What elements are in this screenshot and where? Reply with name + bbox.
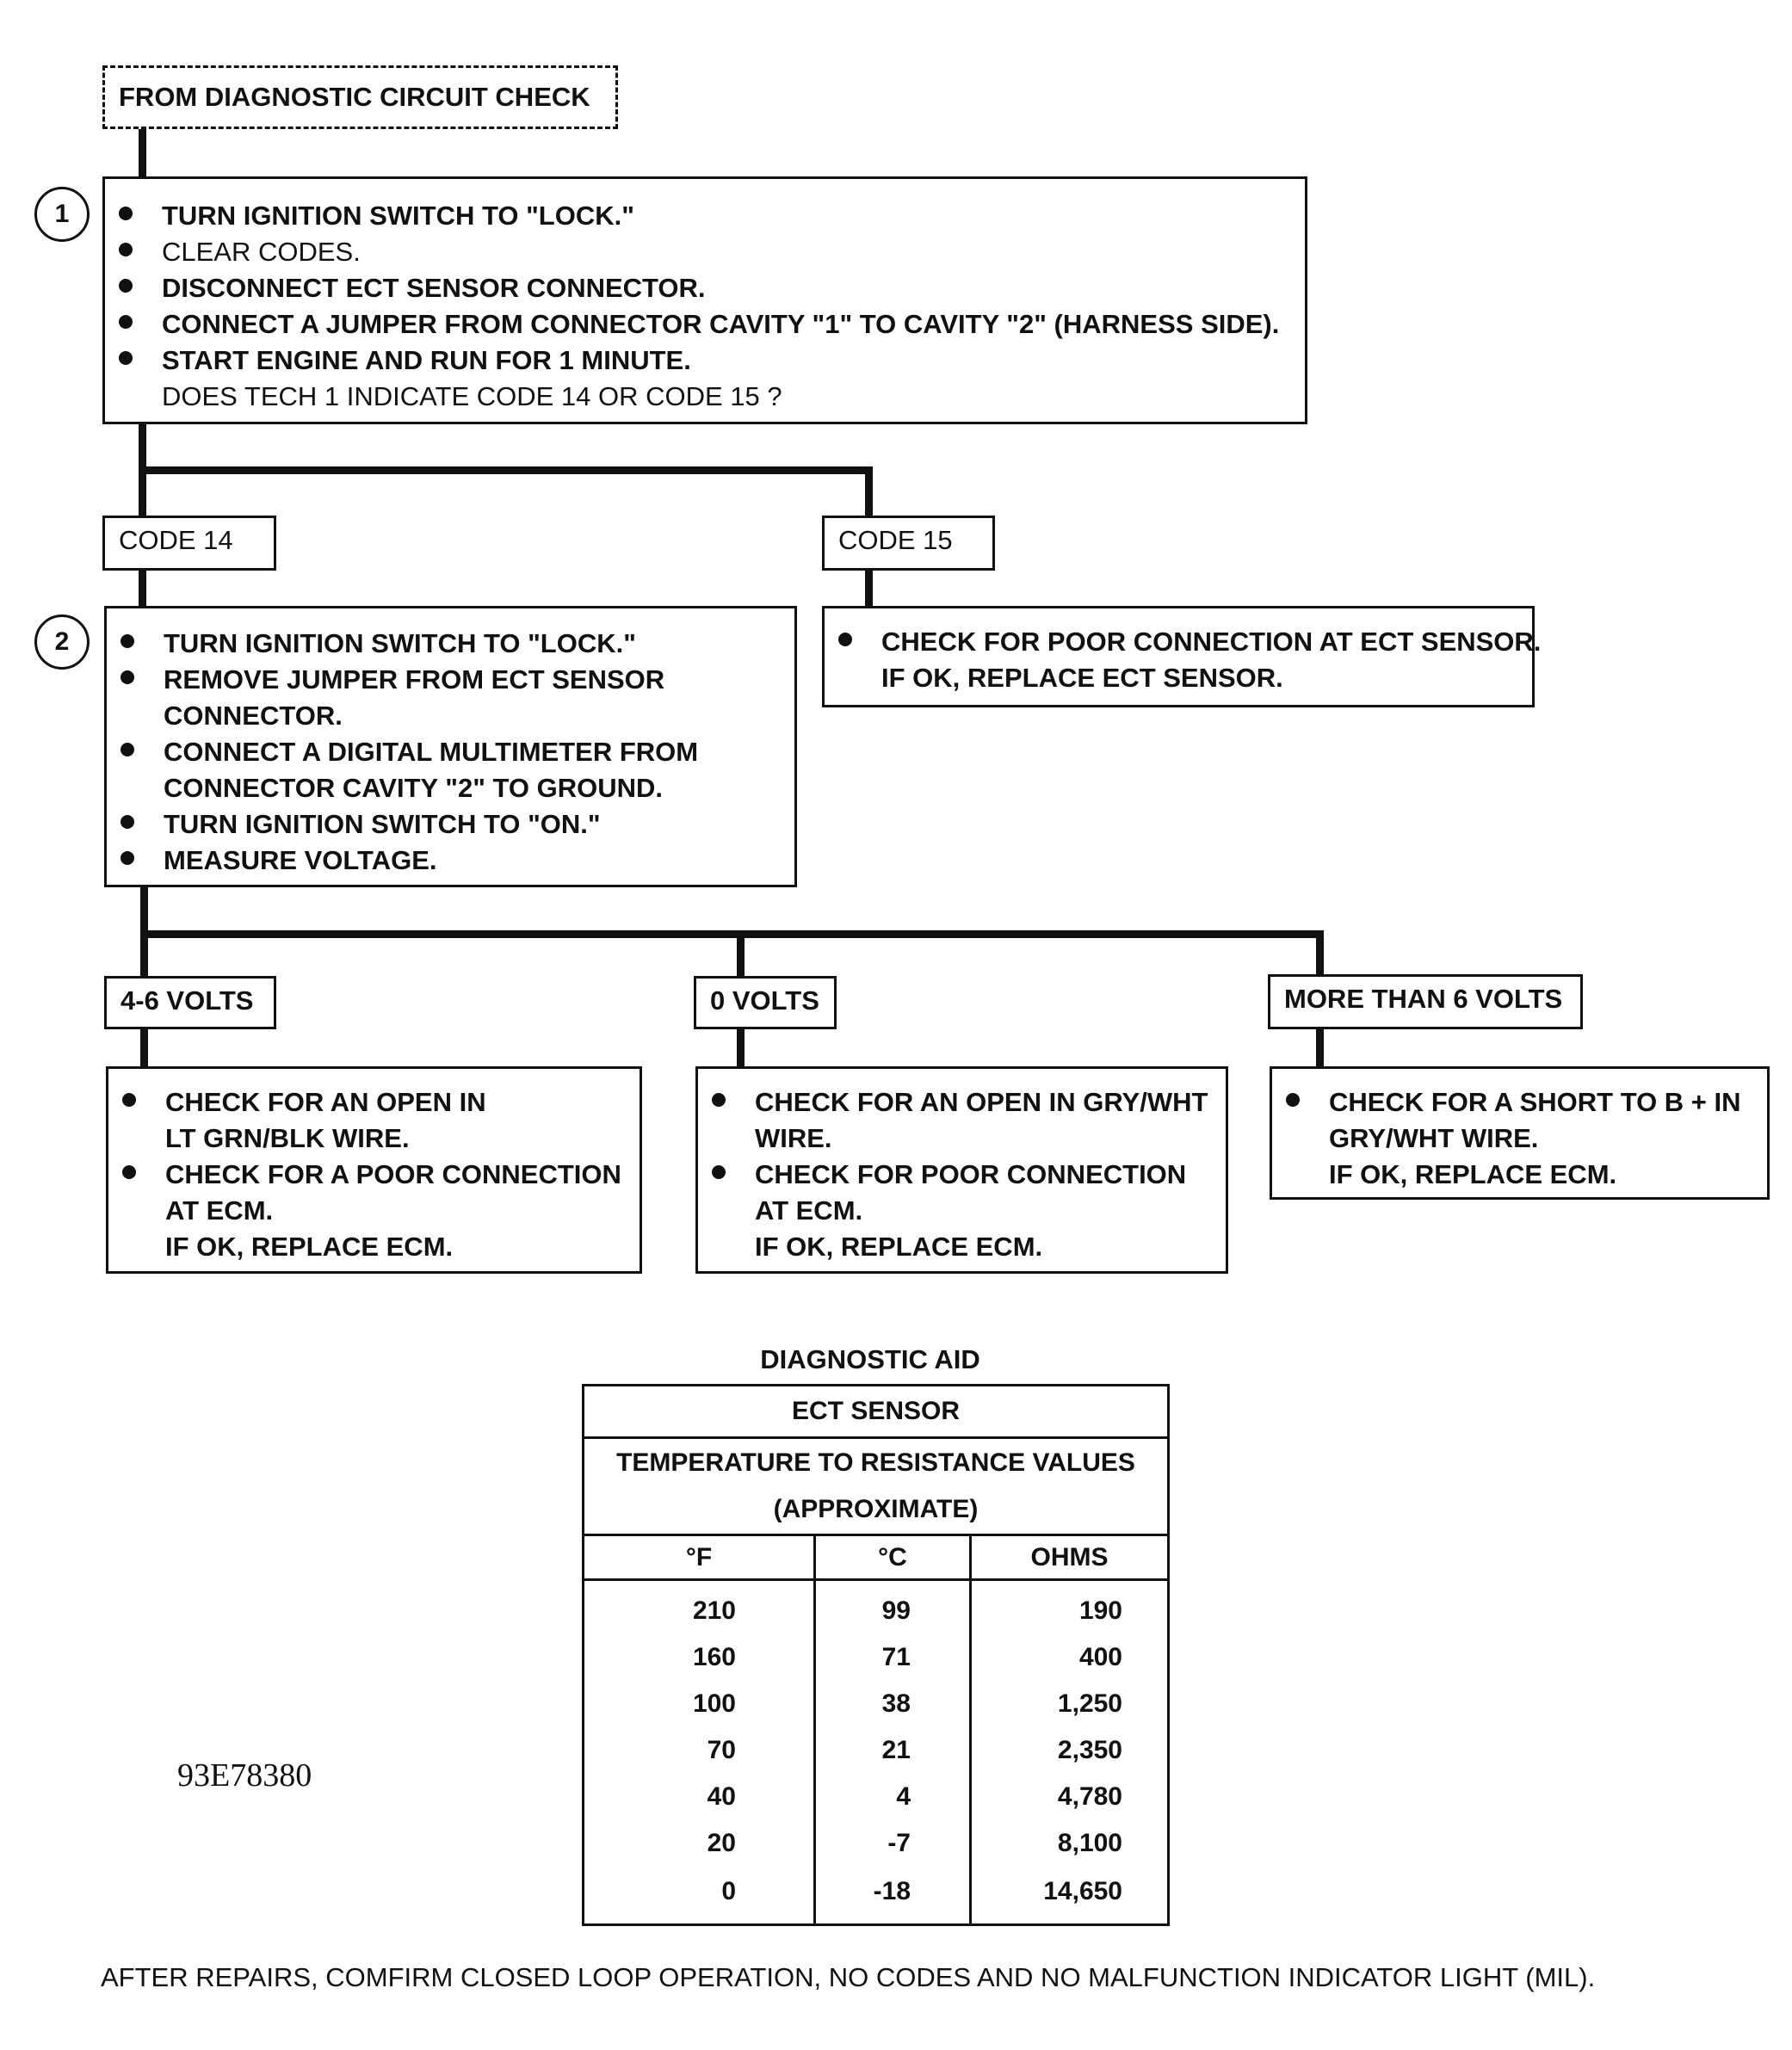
step-1-line: TURN IGNITION SWITCH TO "LOCK." [105,198,1305,234]
action-more-6-volts-box: CHECK FOR A SHORT TO B + IN GRY/WHT WIRE… [1270,1066,1770,1200]
action-0-line: CHECK FOR POOR CONNECTION [698,1157,1226,1193]
column-header-f: °F [582,1534,816,1581]
connector-4-6-action [140,1027,148,1069]
action-0-line: AT ECM. [755,1195,863,1226]
step-1-number: 1 [34,187,90,242]
connector-0-action [737,1027,745,1069]
connector-to-code15 [865,466,873,518]
code-15-action-box: CHECK FOR POOR CONNECTION AT ECT SENSOR.… [822,606,1541,707]
action-0-volts-box: CHECK FOR AN OPEN IN GRY/WHT WIRE. CHECK… [695,1066,1228,1274]
step-1-line: DISCONNECT ECT SENSOR CONNECTOR. [105,270,1305,306]
action-4-6-line: IF OK, REPLACE ECM. [165,1232,454,1262]
step-2-line: CONNECT A DIGITAL MULTIMETER FROM [107,734,794,770]
action-more6-line: IF OK, REPLACE ECM. [1329,1159,1617,1189]
branch-4-6-volts: 4-6 VOLTS [104,976,276,1029]
connector-more6-action [1316,1027,1324,1069]
action-4-6-line: AT ECM. [165,1195,274,1226]
action-4-6-line: LT GRN/BLK WIRE. [165,1123,410,1153]
step-1-line: CONNECT A JUMPER FROM CONNECTOR CAVITY "… [105,306,1305,343]
ect-sensor-table: ECT SENSOR TEMPERATURE TO RESISTANCE VAL… [582,1384,1170,1926]
column-header-c: °C [813,1534,972,1581]
connector-code14-step2 [139,568,146,608]
start-label: FROM DIAGNOSTIC CIRCUIT CHECK [119,82,590,112]
action-more6-line: CHECK FOR A SHORT TO B + IN [1272,1084,1767,1121]
start-box: FROM DIAGNOSTIC CIRCUIT CHECK [102,65,618,129]
step-1-line: START ENGINE AND RUN FOR 1 MINUTE. [105,343,1305,379]
action-0-line: IF OK, REPLACE ECM. [755,1232,1043,1262]
step-1-line: CLEAR CODES. [105,234,1305,270]
table-column-header-row: °F °C OHMS [582,1534,1170,1581]
connector-to-more6 [1316,930,1324,979]
action-more6-line: GRY/WHT WIRE. [1329,1123,1539,1153]
action-0-line: WIRE. [755,1123,832,1153]
action-4-6-line: CHECK FOR AN OPEN IN [108,1084,640,1121]
footer-note: AFTER REPAIRS, COMFIRM CLOSED LOOP OPERA… [101,1962,1596,1992]
branch-more-than-6-volts: MORE THAN 6 VOLTS [1268,974,1583,1029]
connector-code15-action [865,568,873,608]
step-2-line: MEASURE VOLTAGE. [107,843,794,879]
table-header-temp: TEMPERATURE TO RESISTANCE VALUES(APPROXI… [582,1436,1170,1536]
action-4-6-line: CHECK FOR A POOR CONNECTION [108,1157,640,1193]
connector-split-volts [140,930,1324,938]
table-header-row: TEMPERATURE TO RESISTANCE VALUES(APPROXI… [582,1436,1170,1536]
figure-reference: 93E78380 [177,1757,312,1794]
step-2-number: 2 [34,614,90,670]
code-15-action-line: CHECK FOR POOR CONNECTION AT ECT SENSOR. [825,624,1541,660]
step-1-box: TURN IGNITION SWITCH TO "LOCK." CLEAR CO… [102,176,1307,424]
table-header-ect: ECT SENSOR [582,1384,1170,1439]
step-2-line: CONNECTOR. [164,701,343,731]
table-header-row: ECT SENSOR [582,1384,1170,1439]
column-header-ohms: OHMS [969,1534,1170,1581]
branch-code-15: CODE 15 [822,516,995,571]
step-1-question: DOES TECH 1 INDICATE CODE 14 OR CODE 15 … [162,381,782,411]
step-2-line: REMOVE JUMPER FROM ECT SENSOR [107,662,794,698]
step-2-line: TURN IGNITION SWITCH TO "ON." [107,806,794,843]
connector-to-0volts [737,930,745,980]
code-15-action-line: IF OK, REPLACE ECT SENSOR. [881,663,1283,693]
branch-code-14: CODE 14 [102,516,276,571]
step-2-line: CONNECTOR CAVITY "2" TO GROUND. [164,773,663,803]
connector-split-code [139,466,873,474]
connector-start-step1 [139,127,146,178]
branch-0-volts: 0 VOLTS [694,976,837,1029]
diagnostic-aid-title: DIAGNOSTIC AID [760,1344,980,1374]
step-2-line: TURN IGNITION SWITCH TO "LOCK." [107,626,794,662]
step-2-box: TURN IGNITION SWITCH TO "LOCK." REMOVE J… [104,606,797,887]
action-4-6-volts-box: CHECK FOR AN OPEN IN LT GRN/BLK WIRE. CH… [106,1066,642,1274]
action-0-line: CHECK FOR AN OPEN IN GRY/WHT [698,1084,1226,1121]
